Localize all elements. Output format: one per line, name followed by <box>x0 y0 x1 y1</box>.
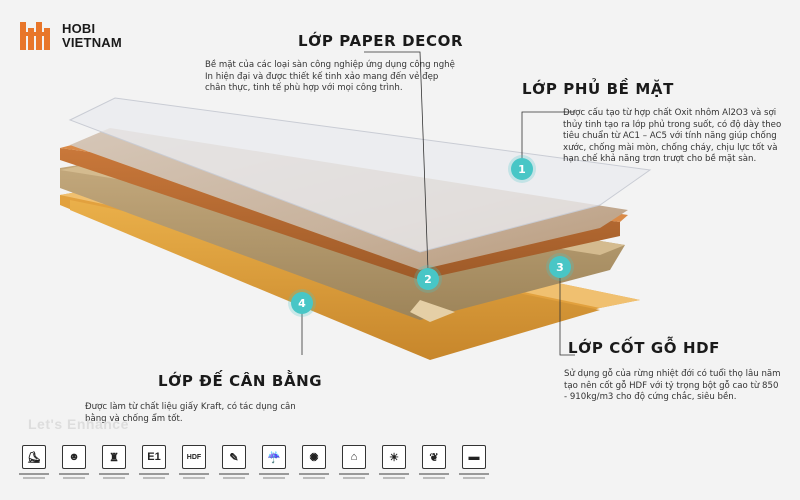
icon-caption-line <box>99 473 129 475</box>
sun-icon: ☀ <box>382 445 406 469</box>
icon-caption-line <box>459 473 489 475</box>
surface-layer-title: LỚP PHỦ BỀ MẶT <box>522 80 674 98</box>
layer-badge-2: 2 <box>417 268 439 290</box>
feature-icon-cell: E1 <box>139 445 169 495</box>
watermark: Let's Enhance <box>28 416 129 432</box>
base-layer-description: Được làm từ chất liệu giấy Kraft, có tác… <box>85 402 296 424</box>
brand-logo: HOBI VIETNAM <box>18 18 122 54</box>
feature-icon-cell: ✺ <box>299 445 329 495</box>
icon-caption-line <box>383 477 405 479</box>
feature-icon-cell: ❦ <box>419 445 449 495</box>
icon-caption-line <box>263 477 285 479</box>
feature-icon-cell: ☻ <box>59 445 89 495</box>
antibacterial-icon: ✺ <box>302 445 326 469</box>
icon-caption-line <box>219 473 249 475</box>
icon-caption-line <box>63 477 85 479</box>
layer-badge-1: 1 <box>511 158 533 180</box>
feature-icon-cell: ☀ <box>379 445 409 495</box>
icon-caption-line <box>343 477 365 479</box>
people-icon: ☻ <box>62 445 86 469</box>
hdf-layer-title: LỚP CỐT GỖ HDF <box>568 339 721 357</box>
feature-icon-cell: ✎ <box>219 445 249 495</box>
overlay-layer <box>68 97 652 253</box>
icon-caption-line <box>419 473 449 475</box>
icon-caption-line <box>339 473 369 475</box>
icon-caption-line <box>23 477 45 479</box>
foot-traffic-icon: ⛸ <box>22 445 46 469</box>
feature-icon-cell: ▬ <box>459 445 489 495</box>
feature-icon-cell: ⌂ <box>339 445 369 495</box>
feature-icon-cell: ⛸ <box>19 445 49 495</box>
hobi-logo-icon <box>20 22 50 50</box>
leader-line-1 <box>521 111 575 168</box>
cigarette-icon: ▬ <box>462 445 486 469</box>
icon-caption-line <box>143 477 165 479</box>
icon-caption-line <box>59 473 89 475</box>
leader-line-2 <box>364 51 429 271</box>
icon-caption-line <box>179 473 209 475</box>
brand-line2: VIETNAM <box>62 35 122 50</box>
layer-badge-3: 3 <box>549 256 571 278</box>
icon-caption-line <box>299 473 329 475</box>
feature-icon-cell: HDF <box>179 445 209 495</box>
hdf-layer-description: Sử dụng gỗ của rừng nhiệt đới có tuổi th… <box>564 369 781 403</box>
base-layer-title: LỚP ĐẾ CÂN BẰNG <box>158 372 323 390</box>
icon-caption-line <box>103 477 125 479</box>
feature-icon-cell: ☔ <box>259 445 289 495</box>
leader-line-3 <box>559 267 575 356</box>
brand-line1: HOBI <box>62 21 96 36</box>
icon-caption-line <box>423 477 445 479</box>
waterproof-icon: ☔ <box>262 445 286 469</box>
surface-layer-description: Được cấu tạo từ hợp chất Oxit nhôm Al2O3… <box>563 108 782 165</box>
chair-icon: ♜ <box>102 445 126 469</box>
icon-caption-line <box>139 473 169 475</box>
icon-caption-line <box>303 477 325 479</box>
leaf-icon: ❦ <box>422 445 446 469</box>
cleaning-icon: ⌂ <box>342 445 366 469</box>
class-e1-icon: E1 <box>142 445 166 469</box>
icon-caption-line <box>463 477 485 479</box>
feature-icon-cell: ♜ <box>99 445 129 495</box>
layer-badge-4: 4 <box>291 292 313 314</box>
icon-caption-line <box>19 473 49 475</box>
icon-caption-line <box>183 477 205 479</box>
scratch-icon: ✎ <box>222 445 246 469</box>
icon-caption-line <box>259 473 289 475</box>
icon-caption-line <box>223 477 245 479</box>
icon-caption-line <box>379 473 409 475</box>
hdf-icon: HDF <box>182 445 206 469</box>
paper-decor-title: LỚP PAPER DECOR <box>298 32 464 50</box>
paper-decor-description: Bề mặt của các loại sàn công nghiệp ứng … <box>205 60 455 94</box>
feature-icons-bar: ⛸ ☻ ♜ E1 HDF ✎ ☔ ✺ ⌂ ☀ ❦ ▬ <box>19 445 540 495</box>
